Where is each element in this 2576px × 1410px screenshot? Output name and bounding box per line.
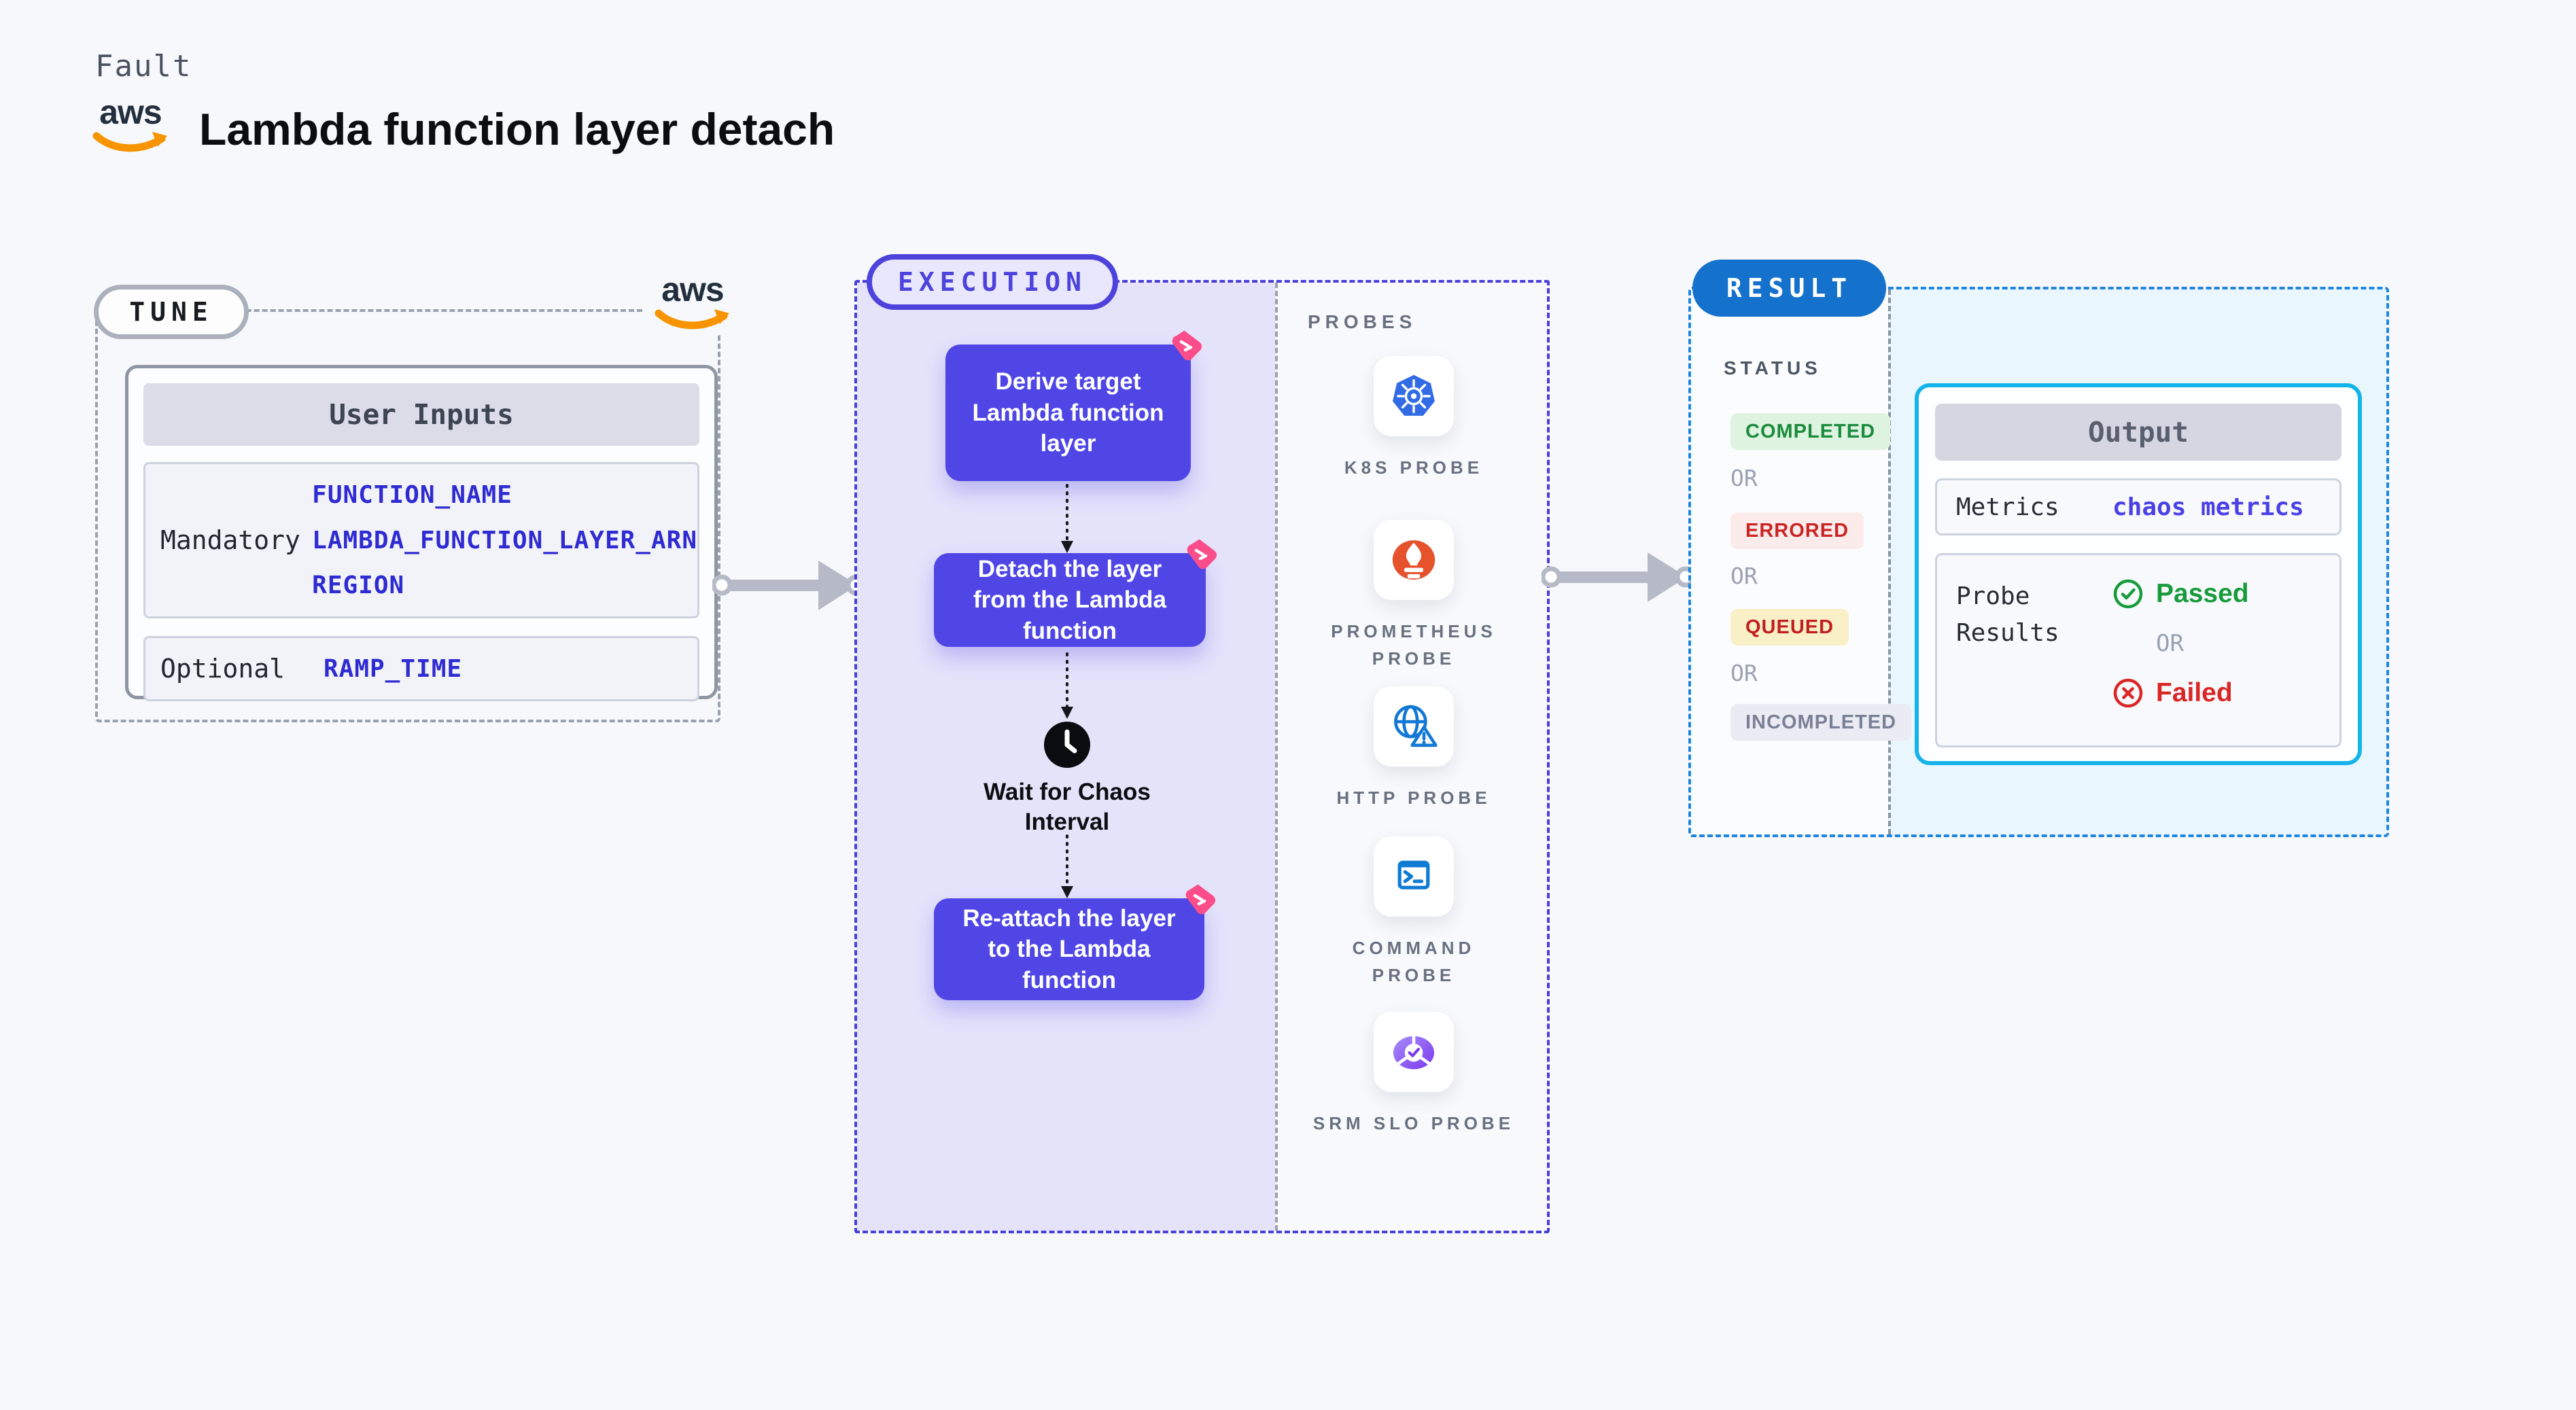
probe-results-row: Probe Results Passed OR Failed <box>1935 553 2342 747</box>
http-probe-icon <box>1394 705 1438 747</box>
probe-prometheus: PROMETHEUS PROBE <box>1275 520 1552 673</box>
page-title: Lambda function layer detach <box>199 104 835 154</box>
aws-smile-icon <box>655 309 729 330</box>
passed-icon <box>2113 579 2143 609</box>
chaos-icon <box>1185 884 1216 915</box>
field-region: REGION <box>312 571 405 599</box>
probe-label: SRM SLO PROBE <box>1312 1113 1515 1133</box>
probe-k8s: K8S PROBE <box>1275 356 1552 481</box>
result-panel: RESULT STATUS COMPLETED OR ERRORED OR QU… <box>1688 260 2389 837</box>
execution-panel: EXECUTION Derive target Lambda function … <box>854 254 1552 1233</box>
probes-title: PROBES <box>1308 311 1417 332</box>
status-or: OR <box>1730 660 1758 686</box>
status-badge-queued: QUEUED <box>1730 609 1849 646</box>
command-probe-icon <box>1397 860 1430 889</box>
probe-http: HTTP PROBE <box>1275 686 1552 811</box>
status-badge-errored: ERRORED <box>1730 512 1864 549</box>
probe-card <box>1374 686 1454 766</box>
user-inputs-header: User Inputs <box>143 383 699 446</box>
connector-wait-step3 <box>1061 834 1073 898</box>
tune-to-execution-arrow <box>712 561 866 610</box>
step-reattach-layer: Re-attach the layer to the Lambda functi… <box>934 884 1216 1000</box>
probe-label: PROMETHEUS PROBE <box>1331 621 1497 669</box>
execution-badge: EXECUTION <box>867 254 1118 310</box>
optional-label: Optional <box>160 654 285 684</box>
probe-card <box>1374 520 1454 600</box>
probe-results-or: OR <box>2156 630 2184 657</box>
chaos-icon <box>1172 330 1202 361</box>
aws-smile-icon <box>92 132 167 152</box>
probe-srm-slo: SRM SLO PROBE <box>1275 1012 1552 1137</box>
connector-step2-wait <box>1061 652 1073 719</box>
fault-kicker: Fault <box>95 49 192 84</box>
page-header: aws Lambda function layer detach <box>90 95 835 158</box>
probe-card <box>1374 836 1454 917</box>
user-inputs-card: User Inputs Mandatory FUNCTION_NAME LAMB… <box>125 365 718 701</box>
metrics-label: Metrics <box>1956 493 2059 521</box>
status-badge-completed: COMPLETED <box>1730 413 1891 450</box>
aws-corner-logo: aws <box>644 272 741 335</box>
step-derive-target: Derive target Lambda function layer <box>945 330 1202 481</box>
step-reattach-layer-label: Re-attach the layer to the Lambda functi… <box>962 904 1176 993</box>
step-wait-chaos-interval: Wait for Chaos Interval <box>984 779 1151 835</box>
metrics-row: Metrics chaos metrics <box>1935 478 2342 535</box>
result-badge: RESULT <box>1692 260 1886 317</box>
aws-logo-text: aws <box>99 93 162 131</box>
failed-label: Failed <box>2156 678 2233 707</box>
status-column <box>1691 289 1888 834</box>
tune-badge: TUNE <box>94 285 249 339</box>
status-or: OR <box>1730 563 1758 589</box>
probe-card <box>1374 356 1454 436</box>
probe-label: COMMAND PROBE <box>1352 938 1476 986</box>
output-header: Output <box>1935 404 2342 461</box>
tune-panel: TUNE aws User Inputs Mandatory FUNCTION_… <box>94 272 741 722</box>
failed-icon <box>2113 678 2143 708</box>
connector-step1-step2 <box>1061 484 1073 553</box>
optional-row: Optional RAMP_TIME <box>143 636 699 701</box>
mandatory-label: Mandatory <box>160 525 300 555</box>
status-or: OR <box>1730 465 1758 491</box>
step-detach-layer-label: Detach the layer from the Lambda functio… <box>973 555 1166 644</box>
aws-logo: aws <box>90 95 171 158</box>
probe-label: K8S PROBE <box>1344 457 1484 478</box>
metrics-value: chaos metrics <box>2112 493 2304 521</box>
mandatory-row: Mandatory FUNCTION_NAME LAMBDA_FUNCTION_… <box>143 462 699 618</box>
field-lambda-function-layer-arn: LAMBDA_FUNCTION_LAYER_ARN <box>312 526 697 554</box>
passed-label: Passed <box>2156 579 2249 608</box>
step-detach-layer: Detach the layer from the Lambda functio… <box>934 539 1217 647</box>
optional-fields: RAMP_TIME <box>324 638 462 699</box>
field-function-name: FUNCTION_NAME <box>312 481 512 510</box>
field-ramp-time: RAMP_TIME <box>324 654 463 683</box>
aws-logo-text: aws <box>661 270 725 309</box>
clock-icon <box>1044 722 1090 768</box>
status-badge-incompleted: INCOMPLETED <box>1730 704 1912 741</box>
k8s-probe-icon <box>1393 374 1435 416</box>
execution-to-result-arrow <box>1542 552 1695 602</box>
prometheus-probe-icon <box>1392 540 1435 580</box>
status-title: STATUS <box>1724 357 1822 378</box>
chaos-icon <box>1187 539 1217 569</box>
srm-slo-probe-icon <box>1393 1035 1435 1070</box>
probe-label: HTTP PROBE <box>1336 788 1491 808</box>
step-derive-target-label: Derive target Lambda function layer <box>972 368 1164 457</box>
probe-card <box>1374 1012 1454 1092</box>
probe-results-label: Probe Results <box>1956 582 2059 647</box>
output-card: Output Metrics chaos metrics Probe Resul… <box>1915 383 2362 765</box>
mandatory-fields: FUNCTION_NAME LAMBDA_FUNCTION_LAYER_ARN … <box>312 464 697 616</box>
probe-command: COMMAND PROBE <box>1275 836 1552 989</box>
